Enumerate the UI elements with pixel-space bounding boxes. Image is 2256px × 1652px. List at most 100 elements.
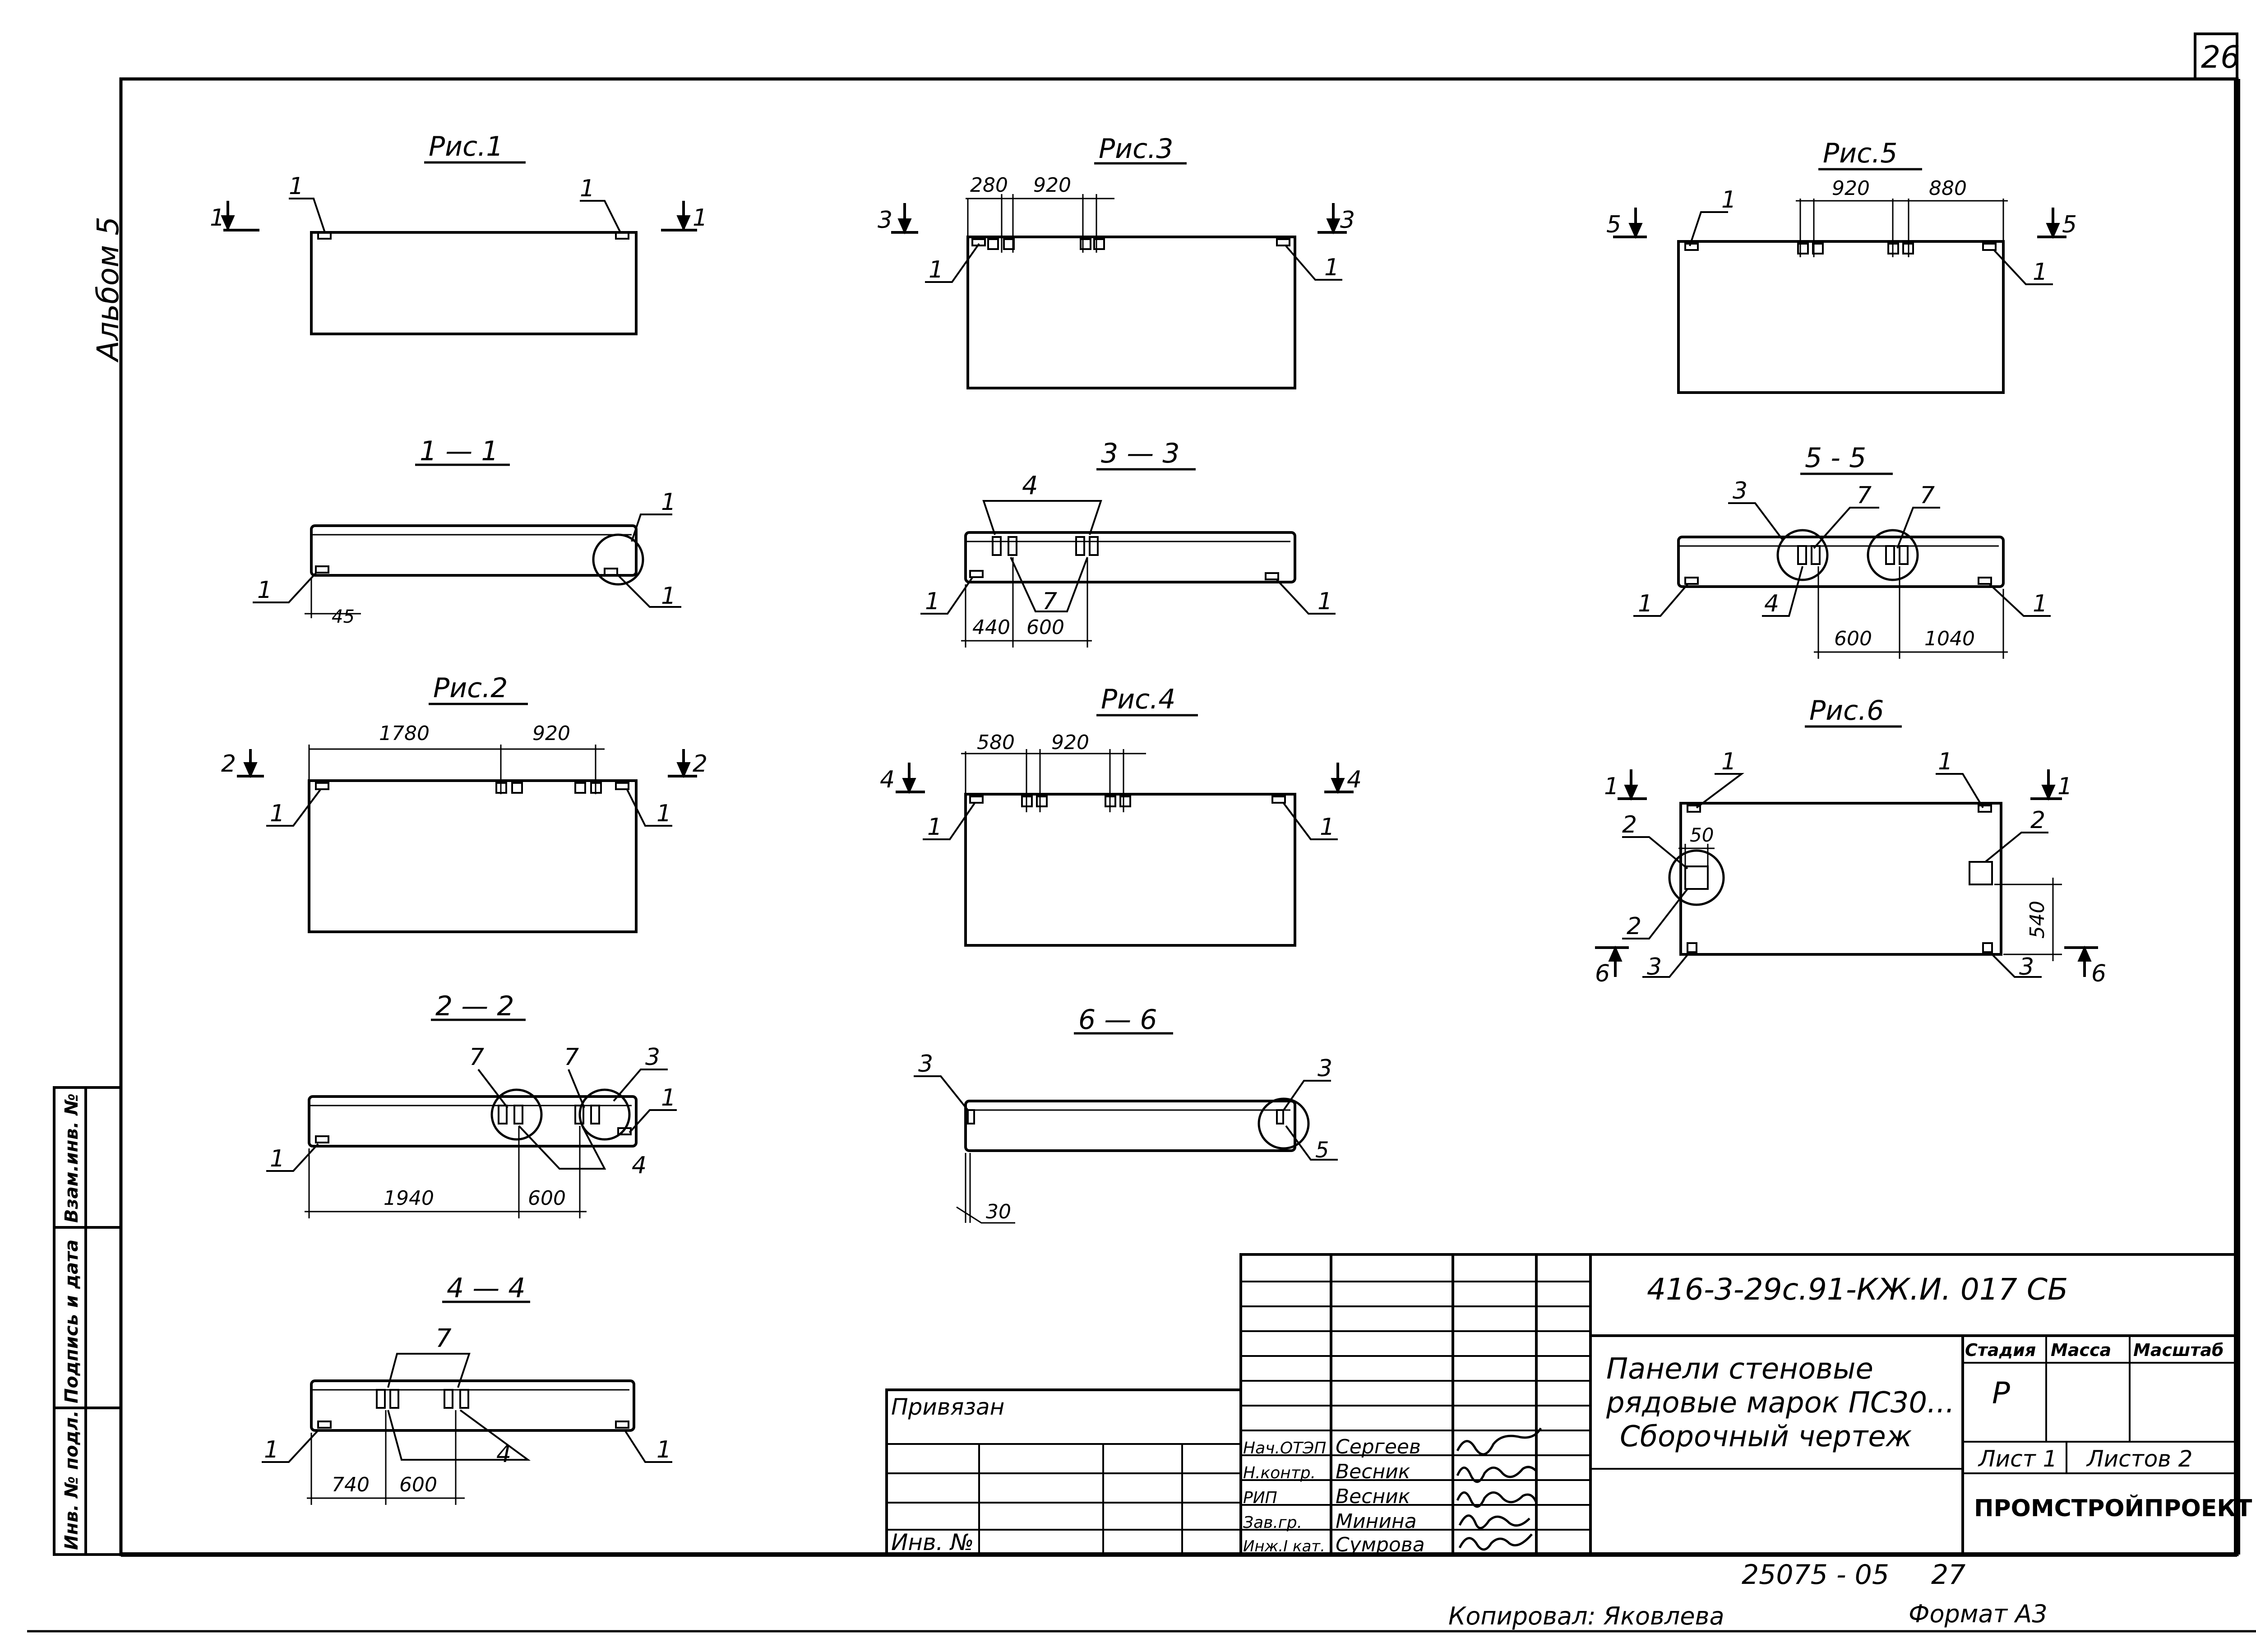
side-stamp-vzam: Взам.инв. № [61, 1093, 82, 1223]
dimension: 740 [332, 1473, 370, 1496]
panel-section [308, 1095, 638, 1148]
panel-elevation [1677, 240, 2005, 394]
view-title: 3 — 3 [1101, 438, 1180, 469]
dimension: 30 [986, 1200, 1011, 1223]
callout: 1 [661, 489, 676, 516]
callout: 1 [925, 588, 940, 615]
sheet-label: Лист 1 [1978, 1446, 2057, 1472]
view-ris5: Рис.5 920 880 1 1 5 5 [1606, 138, 2077, 394]
scale-header: Масштаб [2133, 1340, 2224, 1360]
view-ris6: Рис.6 1 1 2 2 2 3 3 50 540 [1595, 695, 2106, 987]
signature-name: Весник [1336, 1460, 1410, 1483]
section-mark: 2 [221, 750, 236, 777]
panel-section [964, 1100, 1296, 1152]
callout: 1 [264, 1436, 279, 1463]
dimension: 580 [977, 731, 1015, 754]
view-section-5-5: 5 - 5 3 7 7 4 1 1 600 1040 [1633, 442, 2051, 659]
section-mark: 2 [693, 750, 707, 777]
section-arrow [1595, 769, 2098, 977]
side-stamp-inv: Инв. № подл. [61, 1410, 82, 1550]
view-ris1: Рис.1 1 1 1 1 [210, 131, 707, 335]
signature-name: Минина [1336, 1510, 1417, 1533]
callout: 7 [1857, 482, 1872, 509]
document-code: 416-3-29с.91-КЖ.И. 017 СБ [1647, 1272, 2068, 1307]
panel-elevation [308, 779, 638, 933]
callout: 1 [1938, 748, 1953, 775]
panel-section [310, 524, 638, 577]
signature-role: РИП [1243, 1489, 1277, 1507]
dimension: 1780 [379, 722, 430, 745]
section-mark: 6 [2091, 960, 2106, 987]
mass-header: Масса [2051, 1340, 2111, 1360]
view-section-2-2: 2 — 2 7 7 3 1 1 4 1940 600 [266, 990, 677, 1218]
callout: 4 [632, 1152, 647, 1179]
section-mark: 1 [693, 204, 707, 231]
view-ris2: Рис.2 1780 920 1 1 2 2 [221, 672, 707, 933]
view-title: 6 — 6 [1078, 1004, 1157, 1036]
callout: 1 [656, 1436, 671, 1463]
view-title: Рис.2 [433, 672, 508, 704]
signature-role: Нач.ОТЭП [1243, 1439, 1326, 1458]
callout: 1 [1721, 186, 1736, 213]
callout: 2 [2030, 807, 2045, 834]
callout: 1 [2033, 590, 2048, 617]
callout: 1 [270, 1145, 285, 1172]
handwritten-signatures [1456, 1427, 1542, 1551]
dimension: 920 [1051, 731, 1089, 754]
section-mark: 4 [880, 766, 895, 793]
view-section-1-1: 1 — 1 1 1 1 45 [253, 435, 681, 627]
callout: 2 [1622, 811, 1637, 838]
organization: ПРОМСТРОЙПРОЕКТ [1974, 1495, 2252, 1522]
dimension: 600 [1834, 627, 1872, 650]
view-section-6-6: 6 — 6 3 3 5 30 [914, 1004, 1338, 1224]
callout: 7 [564, 1044, 579, 1071]
section-arrow [221, 201, 697, 231]
section-mark: 3 [1340, 207, 1355, 234]
view-title: Рис.1 [429, 131, 503, 162]
sheet-format: Формат А3 [1909, 1600, 2048, 1628]
section-mark: 6 [1595, 960, 1610, 987]
panel-elevation [966, 236, 1296, 389]
signature-role: Инж.I кат. [1243, 1537, 1325, 1555]
dimension: 920 [532, 722, 570, 745]
callout: 1 [2033, 259, 2048, 286]
section-mark: 3 [878, 207, 892, 234]
callout: 1 [661, 583, 676, 610]
view-title: Рис.3 [1099, 133, 1173, 165]
view-ris3: Рис.3 280 920 1 1 3 3 [878, 133, 1355, 389]
view-title: Рис.5 [1823, 138, 1897, 169]
callout: 3 [1733, 477, 1747, 504]
dimension: 880 [1929, 177, 1967, 200]
dimension: 540 [2026, 901, 2049, 939]
section-mark: 5 [1606, 211, 1621, 238]
callout: 1 [661, 1084, 676, 1111]
callout: 2 [1627, 913, 1641, 940]
callout: 1 [1320, 814, 1335, 841]
page-number: 26 [2201, 40, 2240, 75]
dimension: 920 [1033, 174, 1071, 197]
callout: 3 [1318, 1055, 1332, 1082]
dimension: 1040 [1924, 627, 1975, 650]
callout: 7 [469, 1044, 484, 1071]
title-block [885, 1253, 2238, 1556]
stage-header: Стадия [1965, 1340, 2036, 1360]
archive-page: 27 [1931, 1559, 1965, 1591]
signature-rows: Нач.ОТЭП Сергеев Н.контр. Весник РИП Вес… [1243, 1435, 1425, 1556]
panel-section [1677, 536, 2005, 588]
copied-by: Копировал: Яковлева [1448, 1602, 1724, 1630]
panel-elevation [964, 793, 1296, 947]
title-line-2: рядовые марок ПС30... [1606, 1386, 1955, 1420]
section-arrow [1613, 208, 2066, 239]
view-section-3-3: 3 — 3 4 7 1 1 440 600 [920, 438, 1336, 648]
side-stamp-sign: Подпись и дата [61, 1240, 82, 1403]
inv-no-label: Инв. № [891, 1529, 974, 1555]
view-title: Рис.6 [1809, 695, 1884, 727]
dimension: 600 [1026, 616, 1064, 639]
callout: 5 [1315, 1138, 1329, 1163]
section-mark: 1 [210, 204, 225, 231]
callout: 7 [1920, 482, 1935, 509]
signature-name: Сумрова [1336, 1533, 1425, 1556]
panel-section [310, 1379, 635, 1432]
dimension: 50 [1690, 824, 1714, 846]
album-label: Альбом 5 [91, 217, 125, 363]
